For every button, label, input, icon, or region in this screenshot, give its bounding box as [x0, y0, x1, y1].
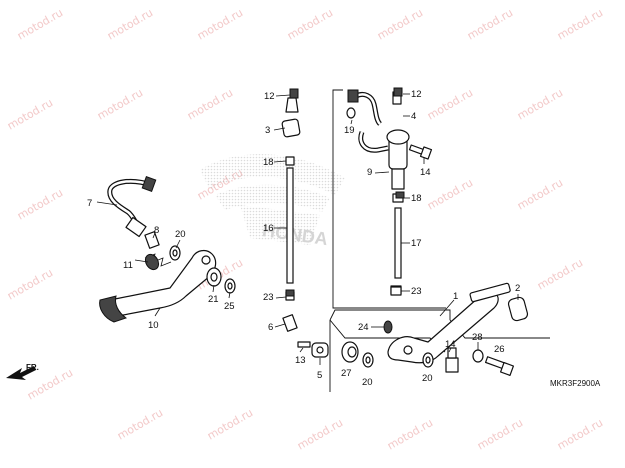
figure-code: MKR3F2900A: [550, 379, 601, 388]
callout-2: 2: [515, 283, 520, 294]
callout-10: 10: [148, 320, 159, 331]
hose-7: [107, 176, 157, 238]
watermark: motod.ru: [555, 6, 605, 42]
callout-20: 20: [362, 377, 373, 388]
bolt-12a: [289, 88, 299, 99]
watermark: motod.ru: [15, 186, 65, 222]
bolt-14: [445, 347, 459, 373]
callout-20: 20: [175, 229, 186, 240]
watermark: motod.ru: [425, 86, 475, 122]
spring-11: [144, 253, 172, 271]
callout-17: 17: [411, 238, 422, 249]
callout-labels: 7 8 20 11 21 25 10 12 3 18 16 23 12 4 19…: [87, 89, 520, 388]
assembly-frames: [329, 89, 550, 392]
washer-25: [224, 278, 236, 294]
callout-7: 7: [87, 198, 92, 209]
watermark: motod.ru: [375, 6, 425, 42]
callout-26: 26: [494, 344, 505, 355]
callout-11: 11: [123, 260, 133, 271]
bolt-15: [408, 144, 433, 160]
watermark: motod.ru: [425, 176, 475, 212]
rubber-2: [507, 296, 529, 322]
nut-18a: [395, 191, 405, 199]
callout-23: 23: [411, 286, 422, 297]
watermark: motod.ru: [555, 416, 605, 452]
nut-23b: [390, 286, 402, 296]
watermark: motod.ru: [95, 86, 145, 122]
bolt-12b: [393, 87, 403, 97]
callout-19: 19: [344, 125, 355, 136]
callout-15: 14: [420, 167, 431, 178]
callout-3: 3: [265, 125, 270, 136]
watermark: motod.ru: [515, 176, 565, 212]
watermark: motod.ru: [195, 6, 245, 42]
washer-24: [383, 320, 393, 334]
nut-23a: [285, 289, 295, 297]
washer-20a: [169, 245, 181, 261]
callout-12: 12: [411, 89, 422, 100]
watermark: motod.ru: [205, 406, 255, 442]
watermark: motod.ru: [515, 86, 565, 122]
direction-label: FR.: [26, 363, 39, 372]
callout-21: 21: [208, 294, 219, 305]
front-direction-arrow-icon: FR.: [6, 363, 39, 380]
callout-24: 24: [358, 322, 369, 333]
callout-1: 1: [453, 291, 458, 302]
watermark: motod.ru: [475, 416, 525, 452]
brake-pedal-10: [99, 249, 217, 323]
joint-5: [311, 342, 329, 358]
callout-27: 27: [341, 368, 352, 379]
callout-9: 9: [367, 167, 372, 178]
callout-13: 13: [295, 355, 306, 366]
watermark: motod.ru: [535, 256, 585, 292]
callout-16: 16: [263, 223, 274, 234]
washer-20b: [362, 352, 374, 368]
watermark: motod.ru: [285, 6, 335, 42]
gearshift-pedal-1: [387, 282, 511, 364]
bolt-6: [282, 314, 298, 332]
callout-23: 23: [263, 292, 274, 303]
switch-8: [144, 231, 160, 249]
watermark: motod.ru: [115, 406, 165, 442]
watermark: motod.ru: [185, 86, 235, 122]
watermark: motod.ru: [295, 416, 345, 452]
callout-18: 18: [411, 193, 422, 204]
callout-20: 20: [422, 373, 433, 384]
watermark: motod.ru: [105, 6, 155, 42]
watermark: motod.ru: [385, 416, 435, 452]
watermark: motod.ru: [5, 96, 55, 132]
master-cylinder-9: [346, 89, 410, 190]
callout-28: 28: [472, 332, 483, 343]
callout-4: 4: [411, 111, 416, 122]
collar-21: [206, 267, 222, 287]
watermark: motod.ru: [5, 266, 55, 302]
pushrod-17: [390, 193, 404, 295]
watermark: motod.ru: [465, 6, 515, 42]
callout-6: 6: [268, 322, 273, 333]
collar-27: [341, 341, 359, 363]
callout-25: 25: [224, 301, 235, 312]
collar-28: [472, 349, 484, 363]
bolt-26: [484, 356, 515, 377]
callout-12: 12: [264, 91, 275, 102]
washer-20c: [422, 352, 434, 368]
bolt-13: [297, 341, 311, 348]
watermark: motod.ru: [15, 6, 65, 42]
callout-18: 18: [263, 157, 274, 168]
callout-14: 14: [445, 339, 456, 350]
callout-8: 8: [154, 225, 159, 236]
callout-5: 5: [317, 370, 322, 381]
honda-wing-logo: HONDA: [200, 154, 345, 249]
leader-lines: [96, 93, 519, 365]
